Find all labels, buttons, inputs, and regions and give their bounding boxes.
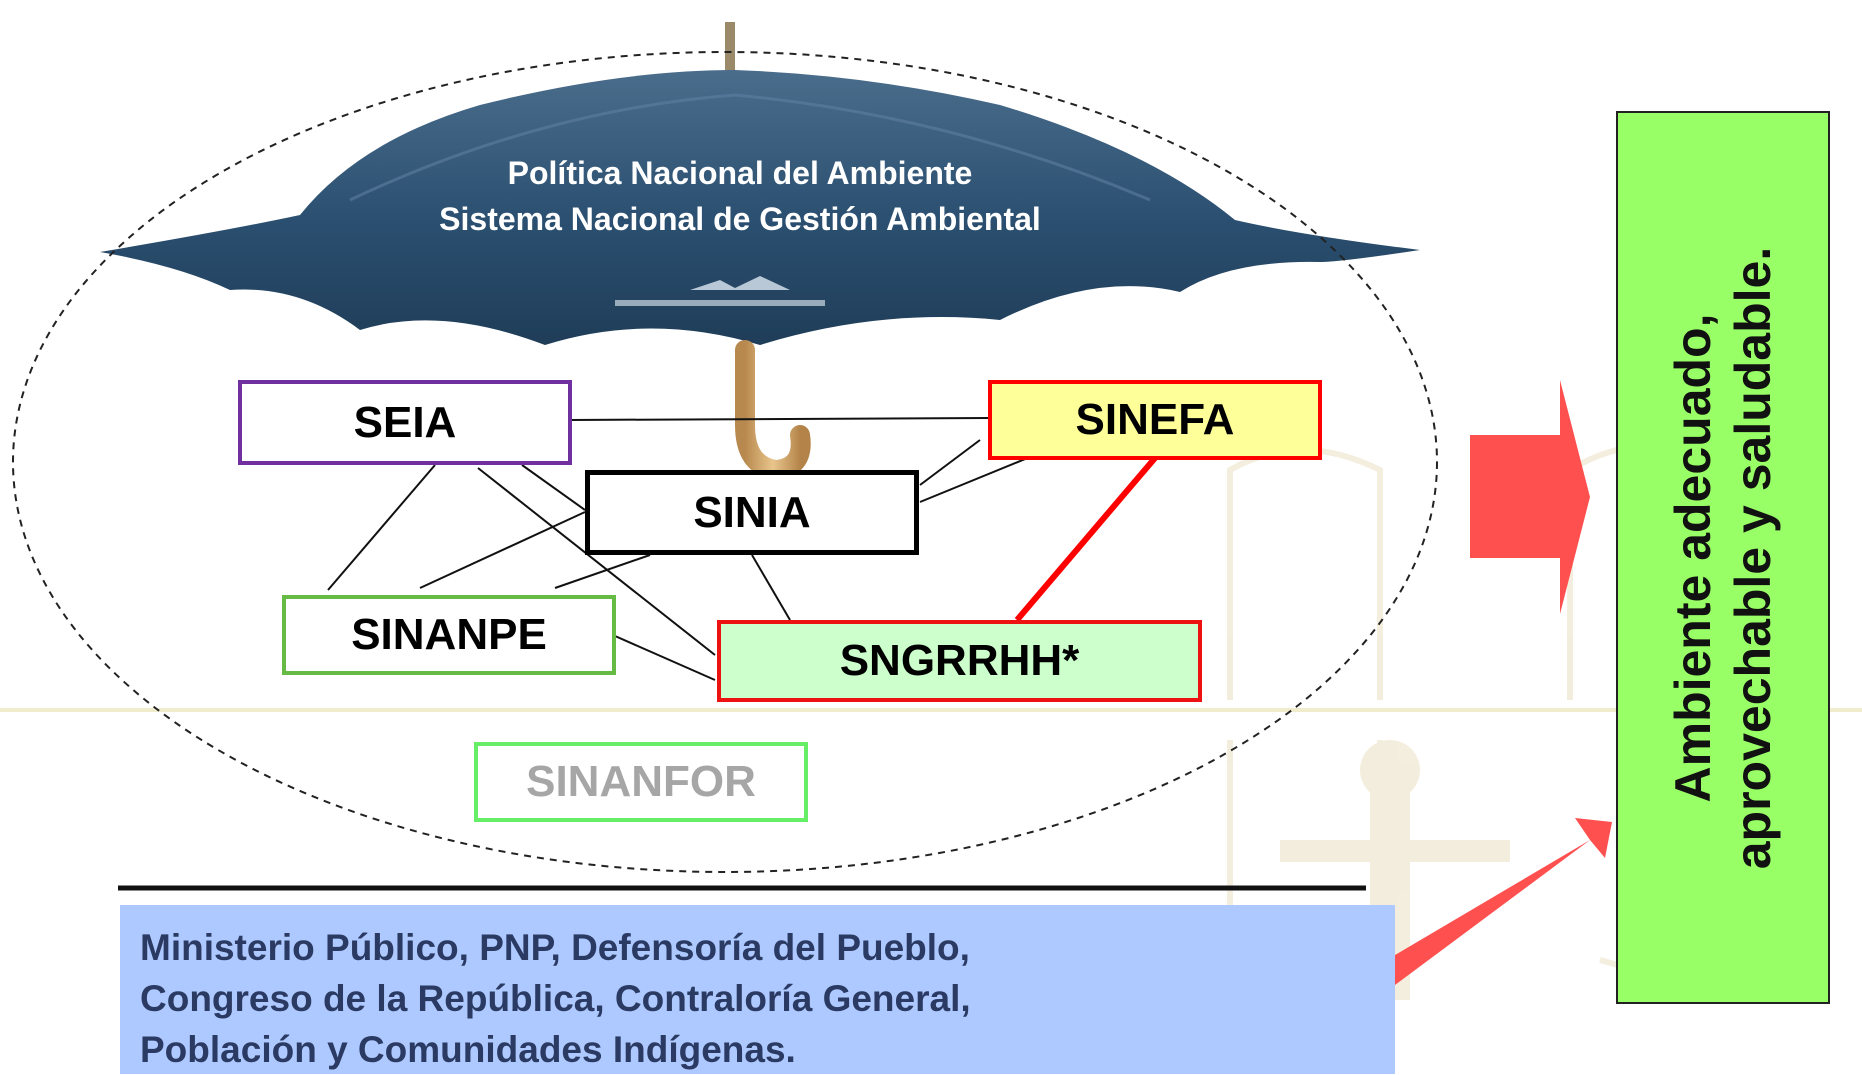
sinefa-box: SINEFA [988, 380, 1322, 460]
umbrella-title: Política Nacional del Ambiente Sistema N… [300, 150, 1180, 242]
seia-box: SEIA [238, 380, 572, 465]
connector-sinanpe-sinia [419, 511, 586, 589]
connector-sinia-sinefa-2 [919, 439, 981, 486]
sinanfor-box: SINANFOR [474, 742, 808, 822]
sngrrhh-box: SNGRRHH* [717, 620, 1202, 702]
connector-sinia-sinefa [919, 454, 1036, 503]
connector-seia-sinanpe [327, 464, 436, 591]
result-text: Ambiente adecuado, aprovechable y saluda… [1663, 246, 1783, 869]
main-arrow [1470, 380, 1590, 614]
institutions-line-2: Congreso de la República, Contraloría Ge… [140, 978, 971, 1019]
system-title: Sistema Nacional de Gestión Ambiental [439, 201, 1041, 237]
result-line-2: aprovechable y saludable. [1725, 246, 1781, 869]
result-line-1: Ambiente adecuado, [1665, 313, 1721, 802]
connector-seia-sinia [521, 464, 586, 511]
sinanpe-box: SINANPE [282, 595, 616, 675]
sinia-box: SINIA [585, 470, 919, 555]
institutions-line-3: Población y Comunidades Indígenas. [140, 1029, 796, 1070]
institutions-arrow [1395, 818, 1612, 985]
policy-title: Política Nacional del Ambiente [507, 155, 973, 191]
institutions-line-1: Ministerio Público, PNP, Defensoría del … [140, 927, 970, 968]
connector-sinanpe-sinia-2 [554, 554, 651, 589]
connector-seia-sngrrhh [477, 467, 716, 656]
connector-sinia-sngrrhh [751, 554, 791, 621]
institutions-panel: Ministerio Público, PNP, Defensoría del … [120, 905, 1395, 1074]
connector-sinanpe-sngrrhh [614, 635, 716, 681]
connector-seia-sinefa [569, 417, 991, 421]
umbrella-illustration [100, 22, 1420, 481]
connector-sinefa-sngrrhh [1014, 456, 1158, 622]
result-panel: Ambiente adecuado, aprovechable y saluda… [1616, 111, 1830, 1004]
connector-lines [327, 417, 1036, 681]
system-boundary-ellipse [12, 51, 1438, 873]
